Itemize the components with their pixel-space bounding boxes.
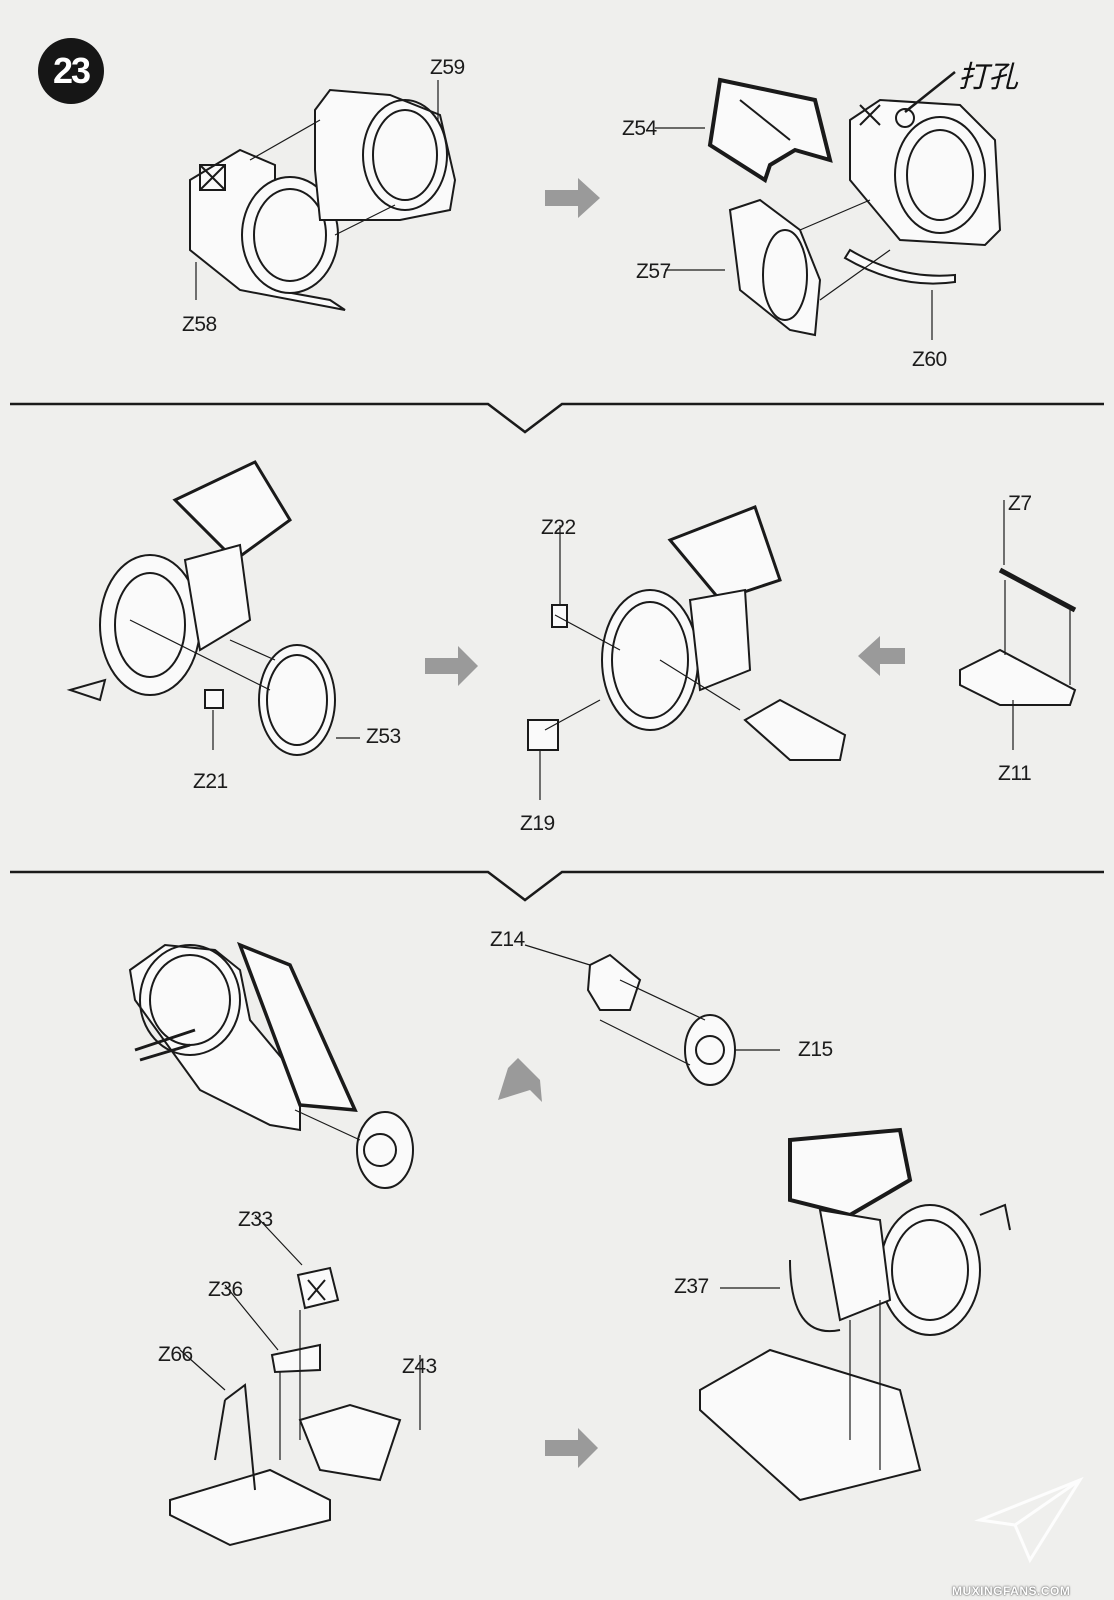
watermark-text: MUXINGFANS.COM [952, 1584, 1071, 1598]
drum-part [356, 1111, 414, 1189]
step-number-badge: 23 [38, 38, 104, 104]
part-z57 [728, 198, 822, 337]
part-label: Z58 [182, 313, 217, 336]
part-label: Z36 [208, 1278, 243, 1301]
part-label: Z33 [238, 1208, 273, 1231]
part-label: Z7 [1008, 492, 1032, 515]
part-z59 [314, 88, 457, 221]
part-label: Z54 [622, 117, 657, 140]
assembly-mid-center [601, 505, 782, 731]
part-label: Z21 [193, 770, 228, 793]
part-label: Z15 [798, 1038, 833, 1061]
part-label: Z53 [366, 725, 401, 748]
step-arrow-left [858, 636, 905, 676]
watermark-logo [974, 1476, 1084, 1564]
step-arrow-right [425, 646, 478, 686]
part-label: Z22 [541, 516, 576, 539]
part-z60 [843, 248, 956, 285]
step-arrow-right [545, 178, 600, 218]
assembly-top-right [849, 98, 1002, 247]
part-z14 [586, 953, 642, 1011]
part-z58 [189, 148, 346, 311]
part-z21 [204, 689, 224, 709]
part-z22 [551, 604, 568, 628]
part-label: Z60 [912, 348, 947, 371]
part-z11 [959, 648, 1077, 706]
step-arrow-down-left [498, 1058, 542, 1102]
part-label: Z19 [520, 812, 555, 835]
part-label: Z59 [430, 56, 465, 79]
part-label: Z37 [674, 1275, 709, 1298]
handwritten-note: 打孔 [958, 60, 1018, 95]
step-arrow-right [545, 1428, 598, 1468]
part-label: Z43 [402, 1355, 437, 1378]
part-label: Z11 [998, 762, 1032, 785]
assembly-bottom-right [699, 1127, 1011, 1502]
part-z19 [527, 719, 559, 751]
part-z15 [684, 1014, 736, 1086]
part-z7 [998, 567, 1077, 613]
assembly-bottom-left [128, 941, 358, 1132]
part-label: Z57 [636, 260, 671, 283]
part-z54 [707, 77, 833, 184]
bottom-base-left [169, 1383, 402, 1547]
part-label: Z66 [158, 1343, 193, 1366]
hole-callout-line [904, 71, 956, 113]
part-z33 [296, 1266, 340, 1310]
part-label: Z14 [490, 928, 525, 951]
assembly-mid-left [66, 460, 292, 702]
divider-1 [10, 402, 1104, 434]
part-z53 [258, 644, 336, 756]
divider-2 [10, 870, 1104, 902]
part-z36 [270, 1343, 321, 1374]
tray-part [743, 698, 847, 761]
